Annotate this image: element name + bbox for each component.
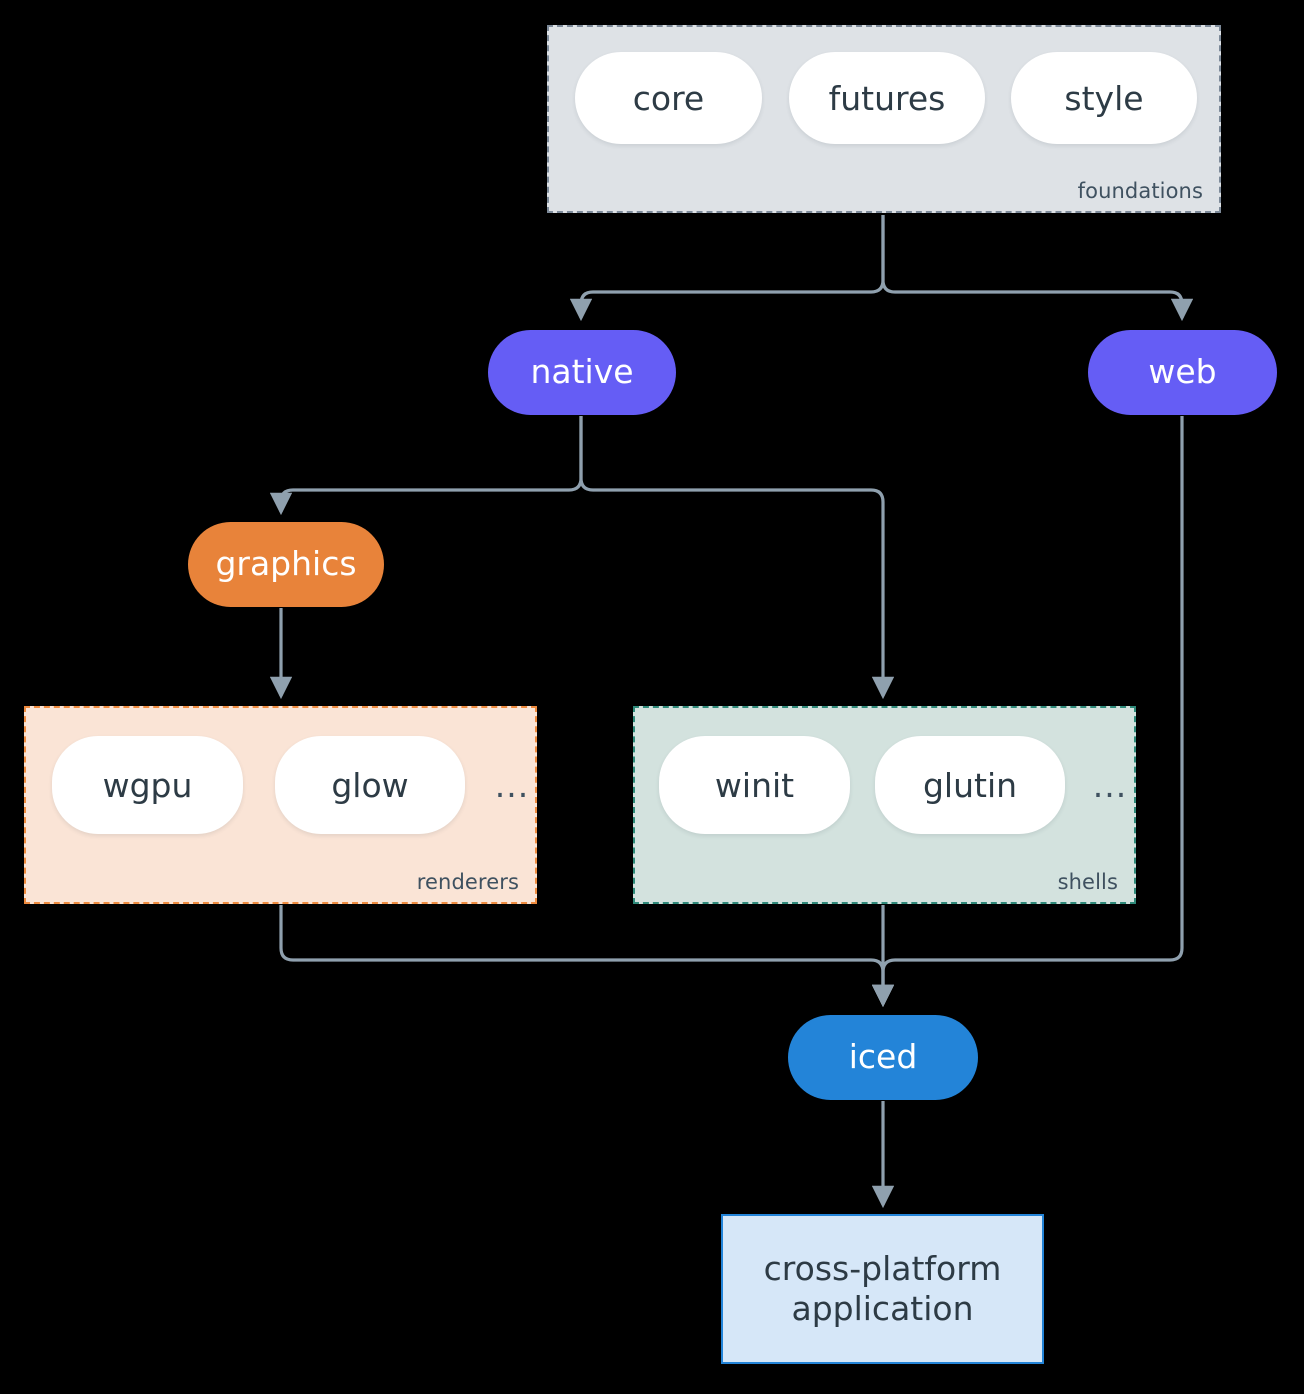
node-web[interactable]: web <box>1088 330 1277 415</box>
edge-foundations-native <box>569 215 885 322</box>
node-native[interactable]: native <box>488 330 676 415</box>
cluster-renderers-label: renderers <box>416 870 519 894</box>
node-cross-platform-application[interactable]: cross-platform application <box>721 1214 1044 1364</box>
pill-glutin[interactable]: glutin <box>875 736 1065 834</box>
cluster-foundations-label: foundations <box>1077 179 1203 203</box>
edge-renderers-iced <box>279 905 895 1008</box>
node-iced[interactable]: iced <box>788 1015 978 1100</box>
cluster-shells-items: winit glutin ... <box>635 708 1134 902</box>
cluster-foundations: core futures style foundations <box>547 25 1221 213</box>
pill-style[interactable]: style <box>1011 52 1197 144</box>
node-graphics[interactable]: graphics <box>188 522 384 607</box>
pill-winit[interactable]: winit <box>659 736 850 834</box>
pill-futures[interactable]: futures <box>789 52 985 144</box>
renderers-overflow-ellipsis: ... <box>494 765 530 805</box>
edge-foundations-web <box>881 215 1194 322</box>
pill-wgpu[interactable]: wgpu <box>52 736 243 834</box>
cluster-renderers: wgpu glow ... renderers <box>24 706 537 904</box>
edge-native-graphics <box>269 416 583 516</box>
shells-overflow-ellipsis: ... <box>1092 765 1128 805</box>
application-label-line1: cross-platform <box>763 1248 1002 1288</box>
pill-core[interactable]: core <box>575 52 762 144</box>
cluster-shells: winit glutin ... shells <box>633 706 1136 904</box>
edge-native-shells <box>579 416 895 700</box>
cluster-shells-label: shells <box>1057 870 1118 894</box>
cluster-foundations-items: core futures style <box>549 27 1219 211</box>
application-label-line2: application <box>791 1289 974 1328</box>
pill-glow[interactable]: glow <box>275 736 465 834</box>
cluster-renderers-items: wgpu glow ... <box>26 708 535 902</box>
